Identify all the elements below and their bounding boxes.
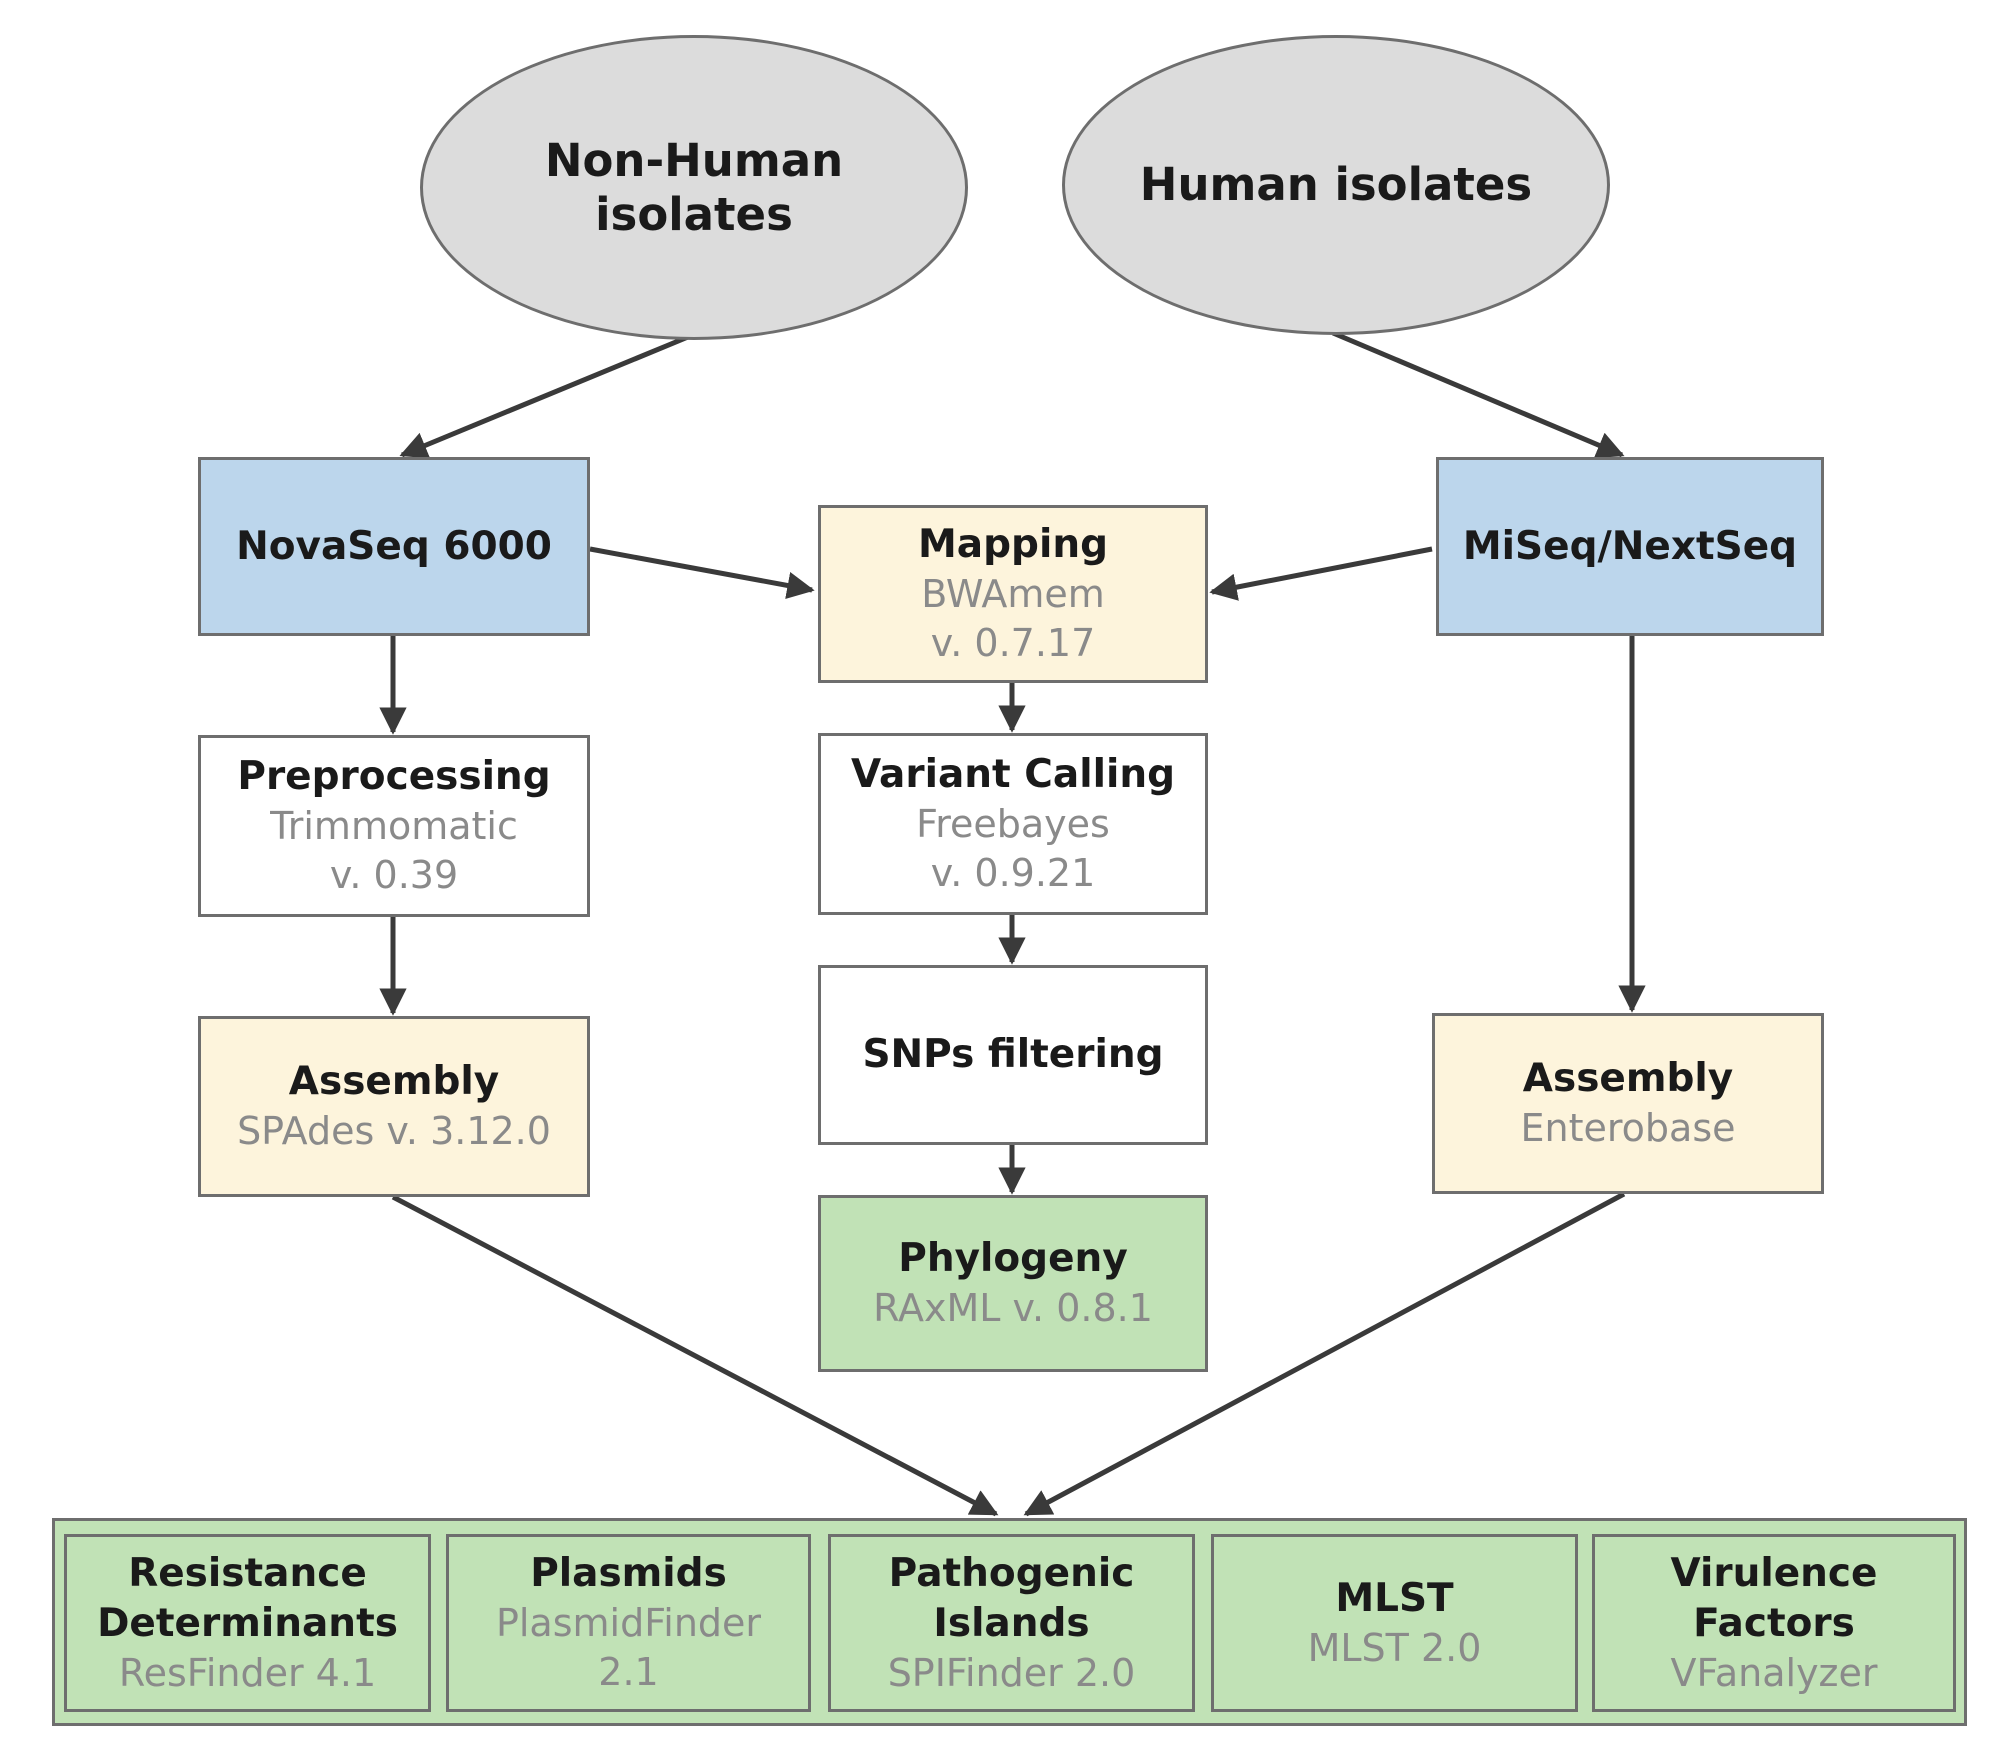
assembly-right-title: Assembly [1522, 1056, 1734, 1102]
arrow-right-assembly-to-outputs [1023, 1191, 1626, 1517]
arrow-miseq-to-mapping [1209, 546, 1433, 601]
snps-filtering-title: SNPs filtering [862, 1032, 1164, 1078]
phylogeny-box: Phylogeny RAxML v. 0.8.1 [818, 1195, 1208, 1372]
miseq-nextseq-box: MiSeq/NextSeq [1436, 457, 1824, 636]
output-title-line: MLST [1335, 1575, 1454, 1621]
output-title-line: Determinants [97, 1600, 398, 1646]
output-tool-line: 2.1 [598, 1649, 659, 1694]
variant-calling-tool: Freebayes [916, 802, 1110, 847]
variant-calling-version: v. 0.9.21 [930, 850, 1096, 895]
assembly-left-title: Assembly [288, 1059, 500, 1105]
mapping-box: Mapping BWAmem v. 0.7.17 [818, 505, 1208, 683]
arrow-human-to-miseq [1332, 330, 1625, 459]
arrow-left-assembly-to-outputs [391, 1194, 999, 1517]
output-pathogenic-islands: Pathogenic Islands SPIFinder 2.0 [828, 1534, 1195, 1712]
non-human-label-line-2: isolates [595, 187, 793, 241]
output-tool-line: PlasmidFinder [495, 1601, 762, 1646]
non-human-isolates-node: Non-Human isolates [420, 35, 968, 340]
human-isolates-label: Human isolates [1139, 158, 1533, 211]
output-tool-line: MLST 2.0 [1307, 1625, 1482, 1670]
assembly-spades-box: Assembly SPAdes v. 3.12.0 [198, 1016, 590, 1197]
output-tool-line: VFanalyzer [1670, 1650, 1878, 1695]
arrow-novaseq-to-mapping [589, 546, 815, 600]
output-resistance-determinants: Resistance Determinants ResFinder 4.1 [64, 1534, 431, 1712]
preprocessing-box: Preprocessing Trimmomatic v. 0.39 [198, 735, 590, 917]
output-tool-line: ResFinder 4.1 [118, 1650, 377, 1695]
output-title-line: Factors [1693, 1600, 1855, 1646]
variant-calling-box: Variant Calling Freebayes v. 0.9.21 [818, 733, 1208, 915]
miseq-label: MiSeq/NextSeq [1462, 523, 1798, 569]
mapping-version: v. 0.7.17 [930, 620, 1096, 665]
output-plasmids: Plasmids PlasmidFinder 2.1 [446, 1534, 811, 1712]
mapping-title: Mapping [917, 522, 1108, 568]
novaseq-6000-box: NovaSeq 6000 [198, 457, 590, 636]
assembly-enterobase-box: Assembly Enterobase [1432, 1013, 1824, 1194]
novaseq-label: NovaSeq 6000 [236, 523, 552, 569]
preprocessing-title: Preprocessing [237, 754, 551, 800]
output-tool-line: SPIFinder 2.0 [887, 1650, 1136, 1695]
arrow-nonhuman-to-novaseq [399, 334, 689, 459]
assembly-right-tool: Enterobase [1520, 1106, 1736, 1151]
phylogeny-title: Phylogeny [898, 1236, 1128, 1282]
output-virulence-factors: Virulence Factors VFanalyzer [1592, 1534, 1956, 1712]
output-title-line: Virulence [1670, 1550, 1878, 1596]
preprocessing-version: v. 0.39 [329, 852, 459, 897]
output-title-line: Resistance [128, 1550, 367, 1596]
preprocessing-tool: Trimmomatic [270, 804, 518, 849]
assembly-left-tool: SPAdes v. 3.12.0 [237, 1109, 551, 1154]
mapping-tool: BWAmem [921, 572, 1105, 617]
variant-calling-title: Variant Calling [851, 752, 1175, 798]
non-human-label-line-1: Non-Human [544, 133, 844, 187]
phylogeny-tool: RAxML v. 0.8.1 [873, 1286, 1153, 1331]
snps-filtering-box: SNPs filtering [818, 965, 1208, 1145]
output-title-line: Plasmids [530, 1551, 727, 1597]
output-title-line: Pathogenic [888, 1550, 1135, 1596]
output-mlst: MLST MLST 2.0 [1211, 1534, 1578, 1712]
output-title-line: Islands [933, 1600, 1090, 1646]
human-isolates-node: Human isolates [1062, 35, 1610, 335]
